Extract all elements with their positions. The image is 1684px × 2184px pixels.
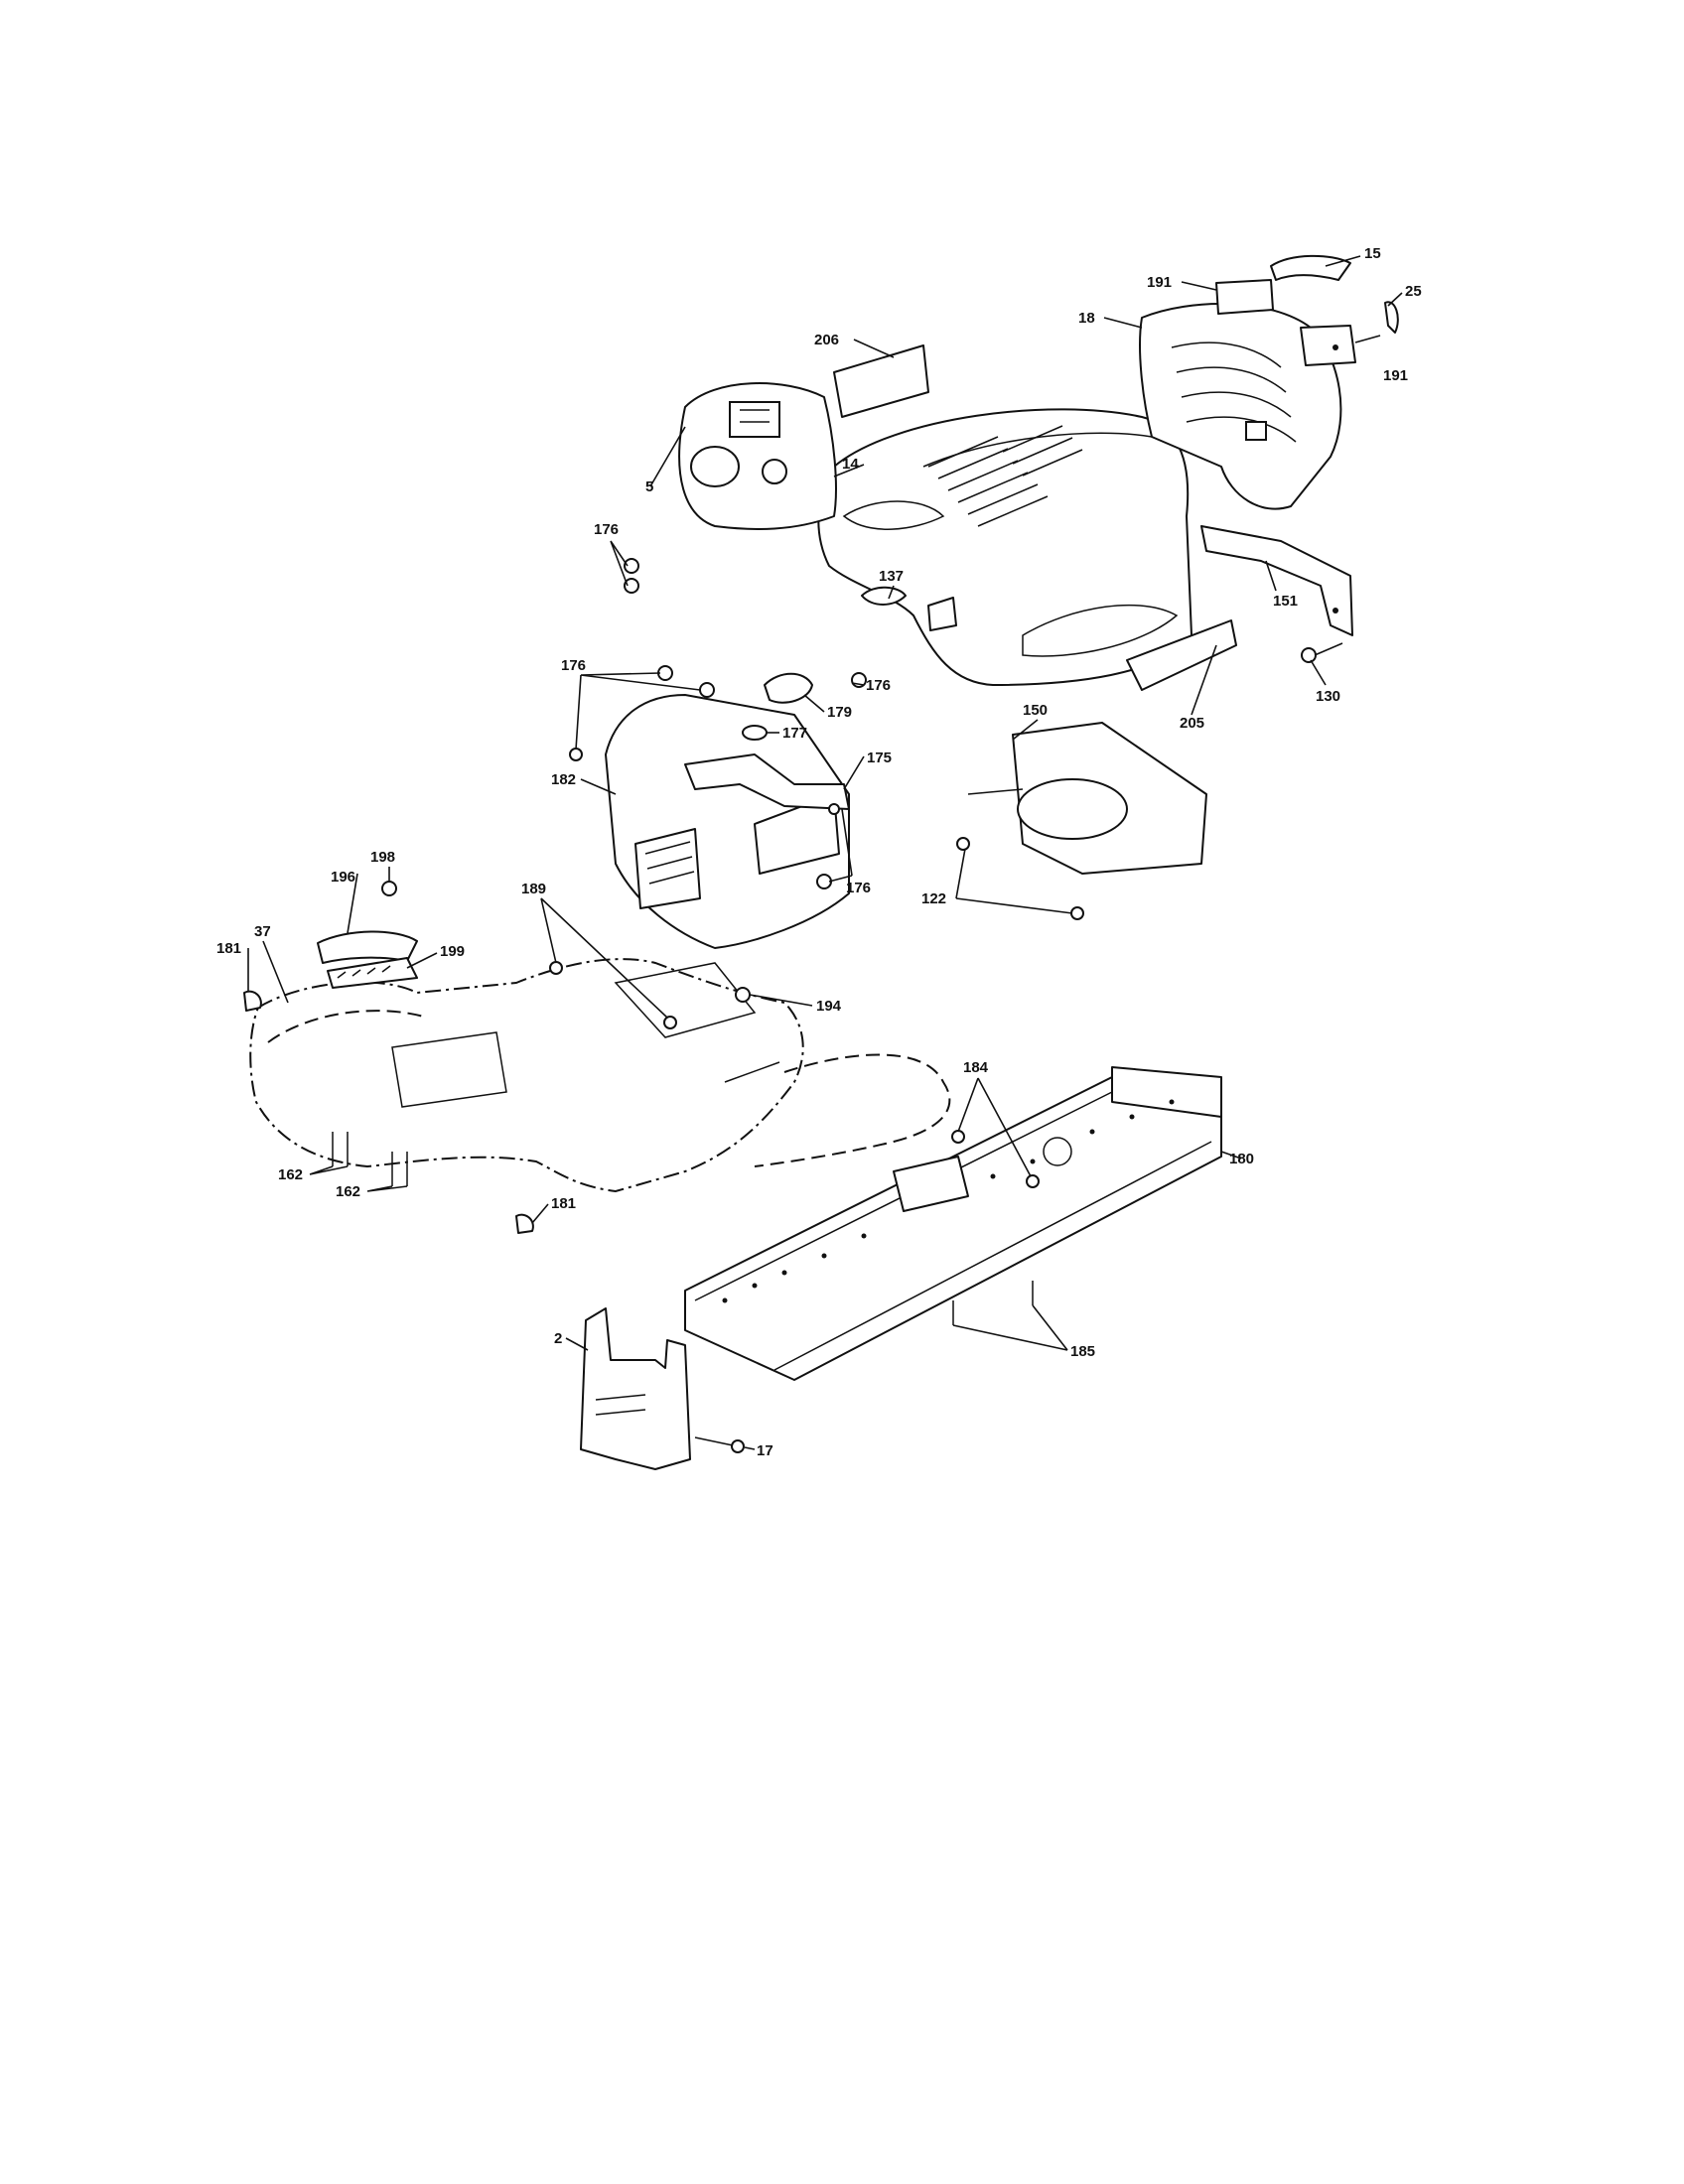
callout-162-upper: 162 xyxy=(278,1166,303,1183)
callout-182: 182 xyxy=(551,771,576,788)
callout-25: 25 xyxy=(1405,283,1422,300)
callout-176-right: 176 xyxy=(866,677,891,694)
callout-122: 122 xyxy=(921,890,946,907)
callout-137: 137 xyxy=(879,568,904,585)
callout-18: 18 xyxy=(1078,310,1095,327)
grip-part-199 xyxy=(327,957,418,989)
bracket-part-175 xyxy=(684,753,850,810)
callout-151: 151 xyxy=(1273,593,1298,610)
hood-vents xyxy=(927,425,1083,527)
frame-holes xyxy=(722,1099,1175,1303)
fastener-part-198 xyxy=(381,881,397,896)
callout-181-upper: 181 xyxy=(216,940,241,957)
callout-150: 150 xyxy=(1023,702,1048,719)
screw-part-130 xyxy=(1301,642,1343,663)
nuts-part-184 xyxy=(951,1130,1040,1188)
cable-harness xyxy=(754,1053,951,1167)
callout-185: 185 xyxy=(1070,1343,1095,1360)
callout-191-lower: 191 xyxy=(1383,367,1408,384)
nut-part-194 xyxy=(735,987,751,1003)
callout-179: 179 xyxy=(827,704,852,721)
bracket-part-151 xyxy=(1200,525,1353,636)
callout-206: 206 xyxy=(814,332,839,348)
clip-part-25 xyxy=(1384,301,1399,334)
callout-162-lower: 162 xyxy=(336,1183,360,1200)
axle-bracket-part-2 xyxy=(580,1307,691,1470)
lens-part-191-lower xyxy=(1300,325,1356,366)
housing-part-182 xyxy=(605,694,850,949)
callout-176-left: 176 xyxy=(561,657,586,674)
chute-part-150 xyxy=(967,722,1207,875)
callout-199: 199 xyxy=(440,943,465,960)
cover-part-196 xyxy=(317,930,418,964)
knob-part-179 xyxy=(764,672,813,704)
leader-lines xyxy=(247,255,1403,1450)
fasteners-part-189 xyxy=(549,961,677,1029)
callout-198: 198 xyxy=(370,849,395,866)
callout-labels: 15 25 191 191 18 206 14 5 176 137 151 13… xyxy=(216,245,1422,1459)
callout-176-top: 176 xyxy=(594,521,619,538)
callout-17: 17 xyxy=(757,1442,773,1459)
bumpers-part-181 xyxy=(243,990,534,1234)
callout-177: 177 xyxy=(782,725,807,742)
cover-part-206 xyxy=(833,344,929,418)
screw-part-17 xyxy=(694,1436,745,1453)
callout-176-bottom: 176 xyxy=(846,880,871,896)
callout-196: 196 xyxy=(331,869,355,886)
callout-5: 5 xyxy=(645,478,653,495)
fender-part-37 xyxy=(249,958,804,1193)
lens-part-191-upper xyxy=(1215,279,1274,315)
bolts-part-185 xyxy=(952,1281,1034,1325)
deflector-part-205 xyxy=(1126,619,1237,691)
callout-181-lower: 181 xyxy=(551,1195,576,1212)
callout-2: 2 xyxy=(554,1330,562,1347)
callout-130: 130 xyxy=(1316,688,1340,705)
callout-194: 194 xyxy=(816,998,842,1015)
callout-205: 205 xyxy=(1180,715,1204,732)
clip-part-177 xyxy=(742,725,768,741)
screws-part-122 xyxy=(956,837,1084,920)
callout-175: 175 xyxy=(867,750,892,766)
callout-189: 189 xyxy=(521,881,546,897)
callout-15: 15 xyxy=(1364,245,1381,262)
callout-37: 37 xyxy=(254,923,271,940)
callout-14: 14 xyxy=(842,456,859,473)
hood-part-14 xyxy=(817,408,1193,686)
callout-180: 180 xyxy=(1229,1151,1254,1167)
dash-panel-part-5 xyxy=(678,382,837,530)
bumper-part-137 xyxy=(861,586,957,631)
callout-184: 184 xyxy=(963,1059,989,1076)
bolts-part-162 xyxy=(332,1132,408,1186)
cap-part-15 xyxy=(1270,254,1351,281)
frame-part-180 xyxy=(684,1066,1222,1381)
callout-191-upper: 191 xyxy=(1147,274,1172,291)
